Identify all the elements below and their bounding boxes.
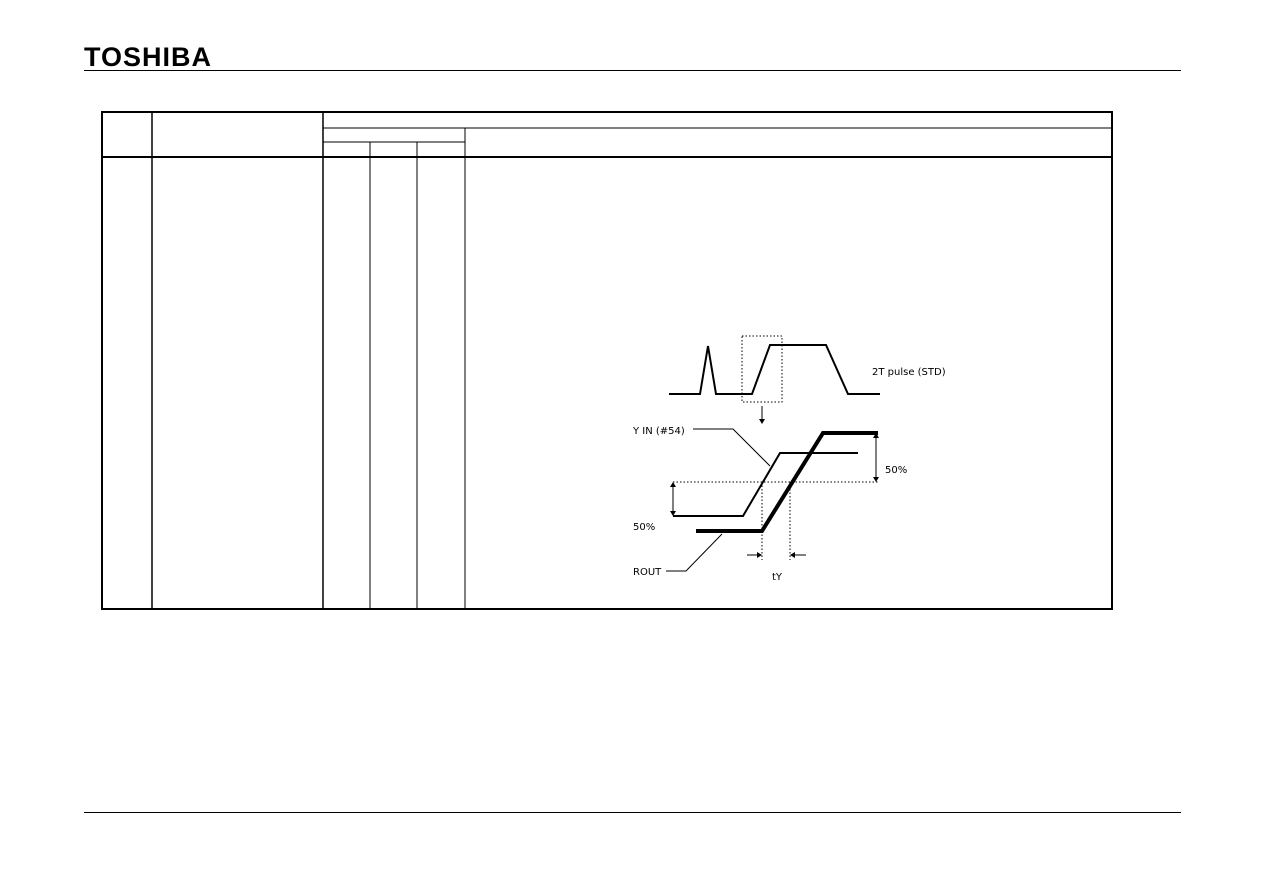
pulse-label: 2T pulse (STD) bbox=[872, 367, 946, 378]
toshiba-logo: TOSHIBA bbox=[84, 42, 213, 72]
upper-dimension-arrow bbox=[873, 433, 879, 438]
lower-dimension-arrow bbox=[670, 482, 676, 487]
zoom-box bbox=[741, 335, 783, 403]
rout-leader bbox=[666, 533, 723, 572]
delay-arrow-right-head bbox=[790, 552, 795, 558]
zoom-arrow-head bbox=[759, 419, 765, 424]
upper-dimension-arrow bbox=[873, 477, 879, 482]
y-in-leader bbox=[693, 428, 771, 467]
y-in-waveform bbox=[673, 452, 858, 517]
table-border bbox=[101, 111, 1113, 610]
lower-percent-label: 50% bbox=[633, 522, 655, 533]
pulse-waveform bbox=[669, 344, 880, 395]
header-rule bbox=[84, 70, 1181, 71]
delay-label: tY bbox=[772, 572, 783, 583]
rout-label: ROUT bbox=[633, 567, 662, 578]
y-in-label: Y IN (#54) bbox=[632, 426, 685, 437]
delay-arrow-left-head bbox=[757, 552, 762, 558]
lower-dimension-arrow bbox=[670, 511, 676, 516]
footer-rule bbox=[84, 812, 1181, 813]
timing-diagram: 2T pulse (STD) 50% 50% Y IN (#54) ROUT t… bbox=[632, 335, 946, 583]
upper-percent-label: 50% bbox=[885, 465, 907, 476]
